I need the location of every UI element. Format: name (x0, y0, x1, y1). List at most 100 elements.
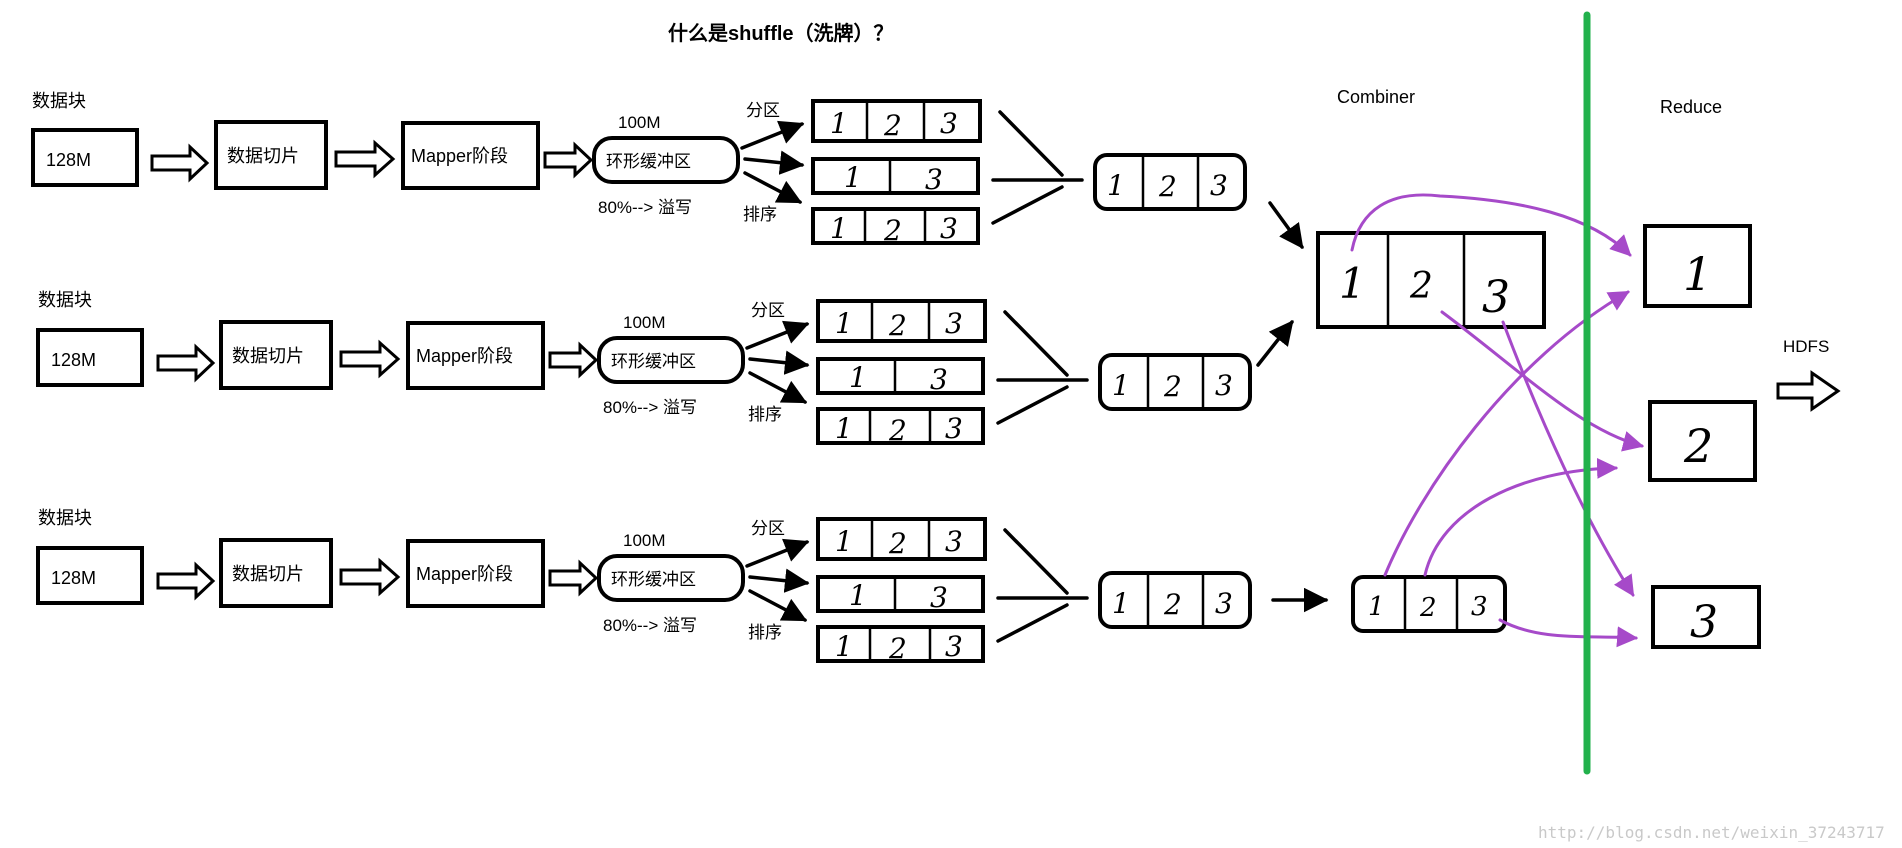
data-block-size: 128M (46, 150, 91, 170)
merged-number: 2 (1163, 370, 1182, 403)
partition-number: 2 (888, 414, 907, 447)
map-row-3: 数据块 128M 数据切片 Mapper阶段 100M 环形缓冲区 80%-->… (36, 508, 1252, 665)
flow-arrow (150, 143, 210, 183)
hdfs-label: HDFS (1783, 337, 1829, 356)
merge-line (991, 185, 1064, 225)
flow-arrow (548, 559, 599, 597)
partition-arrow (745, 320, 810, 350)
combiner-box (1316, 231, 1546, 329)
partition-number: 3 (930, 363, 948, 396)
partition-number: 3 (945, 412, 963, 445)
flow-arrow (543, 141, 594, 179)
merge-line (996, 385, 1069, 425)
merged-number: 1 (1112, 587, 1130, 620)
flow-arrow (334, 139, 396, 179)
map-row-1: 数据块 128M 数据切片 Mapper阶段 100M 环形缓冲区 80%-->… (31, 91, 1247, 247)
partition-number: 1 (849, 579, 867, 612)
reduce-number: 1 (1683, 247, 1712, 301)
spill-label: 80%--> 溢写 (598, 198, 692, 217)
combiner-box-small (1351, 575, 1507, 633)
data-block-size: 128M (51, 350, 96, 370)
data-block-box (36, 546, 144, 605)
partition-cells (811, 207, 980, 245)
combiner-number: 1 (1368, 592, 1385, 622)
partition-number: 1 (835, 630, 853, 663)
flow-arrow (339, 339, 401, 379)
ring-buffer (597, 336, 745, 384)
partition-cells (816, 407, 985, 445)
partition-arrow (740, 120, 805, 150)
ring-buffer (597, 554, 745, 602)
merged-partitions (1098, 353, 1252, 411)
flow-arrow (339, 557, 401, 597)
data-block-size: 128M (51, 568, 96, 588)
partition-number: 3 (940, 107, 958, 140)
mapper-box (406, 321, 545, 390)
partition-number: 2 (883, 109, 902, 142)
combiner-number: 3 (1471, 592, 1488, 622)
data-block-label: 数据块 (38, 508, 92, 528)
mapper-label: Mapper阶段 (411, 146, 508, 166)
shuffle-arrow (1440, 310, 1645, 452)
sort-label: 排序 (748, 405, 782, 424)
diagram-title: 什么是shuffle（洗牌）？ (668, 21, 894, 45)
merge-line (996, 603, 1069, 643)
partition-cells (816, 625, 985, 663)
combiner-number: 2 (1419, 593, 1437, 623)
partition-cells (816, 357, 985, 395)
partition-number: 1 (835, 525, 853, 558)
mapper-label: Mapper阶段 (416, 346, 513, 366)
ring-buffer (592, 136, 740, 184)
partition-number: 3 (930, 581, 948, 614)
partition-number: 2 (888, 309, 907, 342)
to-combiner-arrow (1268, 201, 1304, 249)
flow-arrow (156, 343, 216, 383)
shuffle-arrow (1498, 618, 1639, 648)
partition-number: 3 (940, 212, 958, 245)
partition-number: 1 (849, 361, 867, 394)
shuffle-arrow (1501, 320, 1635, 597)
merge-line (998, 110, 1064, 177)
merge-line (1003, 310, 1069, 377)
split-label: 数据切片 (227, 146, 299, 166)
split-box (219, 320, 333, 390)
combiner-label: Combiner (1337, 87, 1415, 107)
partition-number: 2 (888, 632, 907, 665)
partition-arrow (748, 350, 810, 375)
partition-arrow (748, 371, 808, 404)
shuffle-arrow (1423, 457, 1619, 577)
partition-label: 分区 (751, 301, 785, 320)
merged-number: 3 (1210, 169, 1228, 202)
partition-number: 3 (945, 307, 963, 340)
combiner-number: 1 (1339, 259, 1366, 308)
merged-partitions (1093, 153, 1247, 211)
mapper-box (401, 121, 540, 190)
partition-number: 2 (883, 214, 902, 247)
reduce-number: 3 (1690, 597, 1718, 648)
partition-number: 1 (844, 161, 862, 194)
combiner-number: 2 (1409, 266, 1433, 307)
partition-label: 分区 (746, 101, 780, 120)
ring-buffer-label: 环形缓冲区 (606, 152, 691, 171)
partition-number: 1 (835, 412, 853, 445)
watermark: http://blog.csdn.net/weixin_37243717 (1538, 823, 1885, 842)
partition-cells (816, 517, 987, 561)
split-box (219, 538, 333, 608)
ring-buffer-label: 环形缓冲区 (611, 570, 696, 589)
shuffle-arrows (1350, 193, 1645, 648)
data-block-label: 数据块 (32, 91, 86, 111)
partition-cells (811, 99, 982, 143)
to-hdfs-arrow (1776, 370, 1841, 412)
merged-number: 2 (1163, 588, 1182, 621)
merged-number: 2 (1158, 170, 1177, 203)
reduce-box-3 (1651, 585, 1761, 649)
partition-cells (816, 299, 987, 343)
combiner-number: 3 (1482, 272, 1510, 323)
merged-number: 1 (1107, 169, 1125, 202)
mapper-box (406, 539, 545, 608)
partition-number: 3 (945, 630, 963, 663)
partition-arrow (743, 171, 803, 204)
merged-number: 3 (1215, 369, 1233, 402)
